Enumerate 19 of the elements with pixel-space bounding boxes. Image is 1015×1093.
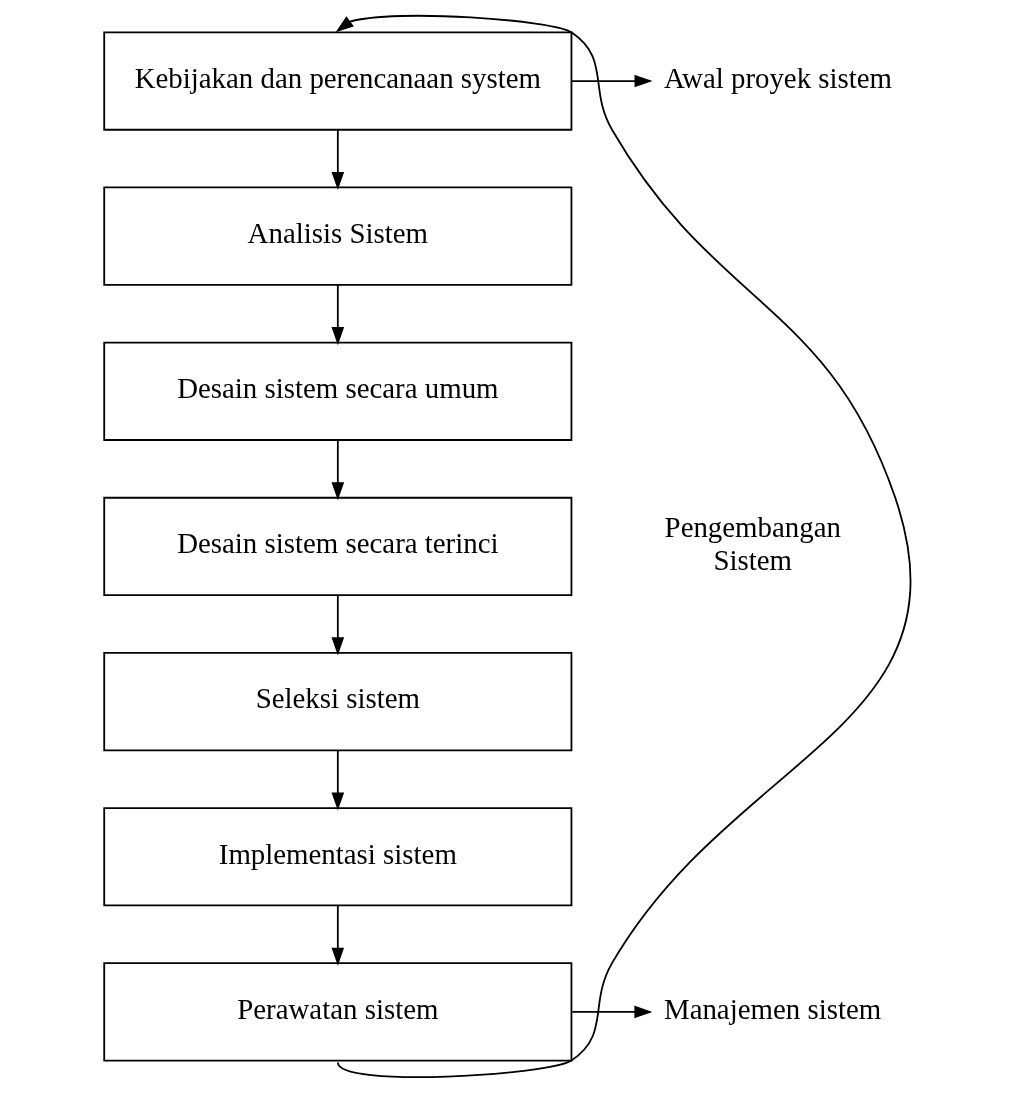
arrow xyxy=(571,1005,653,1019)
node-box: Analisis Sistem xyxy=(103,186,573,286)
label: Pengembangan Sistem xyxy=(664,511,841,576)
arrow xyxy=(331,749,345,811)
arrow xyxy=(331,594,345,656)
arrow xyxy=(331,129,345,190)
arrow xyxy=(331,284,345,346)
arrow xyxy=(570,74,653,88)
node-box: Perawatan sistem xyxy=(103,962,573,1062)
node-box: Kebijakan dan perencanaan system xyxy=(103,31,573,131)
node-box: Implementasi sistem xyxy=(103,807,573,907)
arrow xyxy=(331,439,345,501)
node-text: Awal proyek sistem xyxy=(663,61,893,94)
node-box: Desain sistem secara umum xyxy=(103,341,573,441)
node-box: Desain sistem secara terinci xyxy=(103,496,573,597)
node-box: Seleksi sistem xyxy=(103,652,573,752)
arrow xyxy=(331,904,345,966)
node-text: Manajemen sistem xyxy=(663,992,882,1025)
arrow xyxy=(335,14,911,1079)
